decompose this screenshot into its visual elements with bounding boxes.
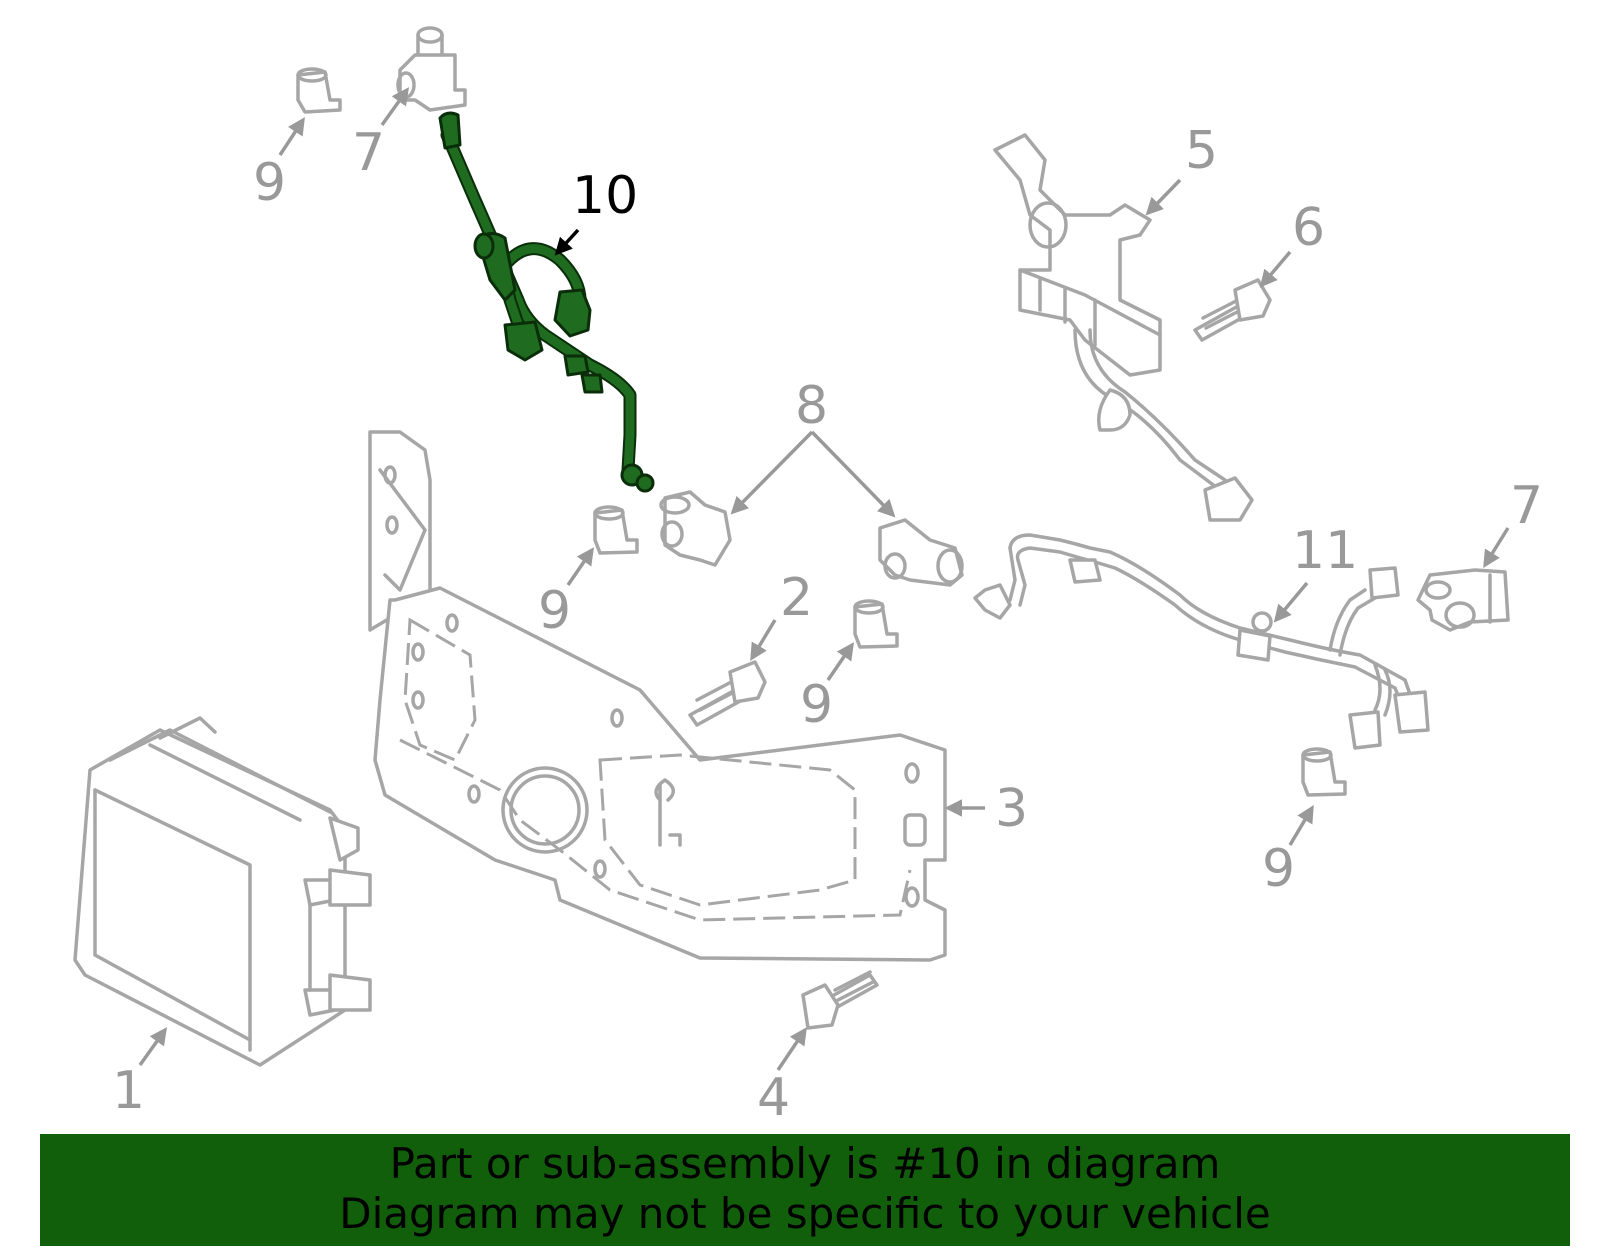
callout-7-top: 7 [352, 123, 385, 183]
bolt-part-4[interactable] [801, 970, 879, 1030]
sensor-part-8-right[interactable] [878, 518, 964, 587]
callout-7-right: 7 [1510, 476, 1543, 536]
callout-9-top-left: 9 [253, 153, 286, 213]
bolt-part-6[interactable] [1193, 278, 1272, 342]
sensor-part-7-top[interactable] [396, 26, 467, 112]
callout-8: 8 [795, 376, 828, 436]
callout-9-right: 9 [1262, 839, 1295, 899]
callout-9-center: 9 [538, 581, 571, 641]
clip-part-9-middle[interactable] [853, 599, 899, 649]
mounting-bracket-part-3[interactable] [368, 430, 947, 962]
callout-1: 1 [112, 1061, 145, 1121]
callout-10-highlighted: 10 [572, 166, 638, 226]
bolt-part-2[interactable] [688, 660, 767, 727]
bracket-harness-part-5[interactable] [993, 133, 1254, 522]
callout-5: 5 [1185, 121, 1218, 181]
callout-9-middle: 9 [800, 675, 833, 735]
wiring-harness-part-11[interactable] [973, 533, 1430, 750]
sensor-part-7-right[interactable] [1416, 568, 1510, 632]
callout-11: 11 [1292, 521, 1358, 581]
callout-3: 3 [995, 779, 1028, 839]
sensor-part-8-left[interactable] [659, 490, 732, 567]
info-banner: Part or sub-assembly is #10 in diagram D… [40, 1134, 1570, 1246]
callout-2: 2 [780, 568, 813, 628]
clip-part-9-top-left[interactable] [296, 67, 342, 114]
radar-module-part-1[interactable] [73, 716, 372, 1067]
banner-disclaimer-text: Diagram may not be specific to your vehi… [339, 1189, 1271, 1238]
callout-labels: 1 2 3 4 5 6 7 7 8 9 9 9 9 9 10 11 [112, 121, 1543, 1128]
callout-6: 6 [1292, 198, 1325, 258]
banner-part-number-text: Part or sub-assembly is #10 in diagram [389, 1139, 1221, 1188]
callout-leaders [138, 87, 1510, 1071]
callout-4: 4 [757, 1068, 790, 1128]
wiring-harness-part-10-highlighted[interactable] [438, 111, 655, 493]
clip-part-9-right[interactable] [1301, 747, 1347, 797]
clip-part-9-center[interactable] [593, 505, 639, 555]
